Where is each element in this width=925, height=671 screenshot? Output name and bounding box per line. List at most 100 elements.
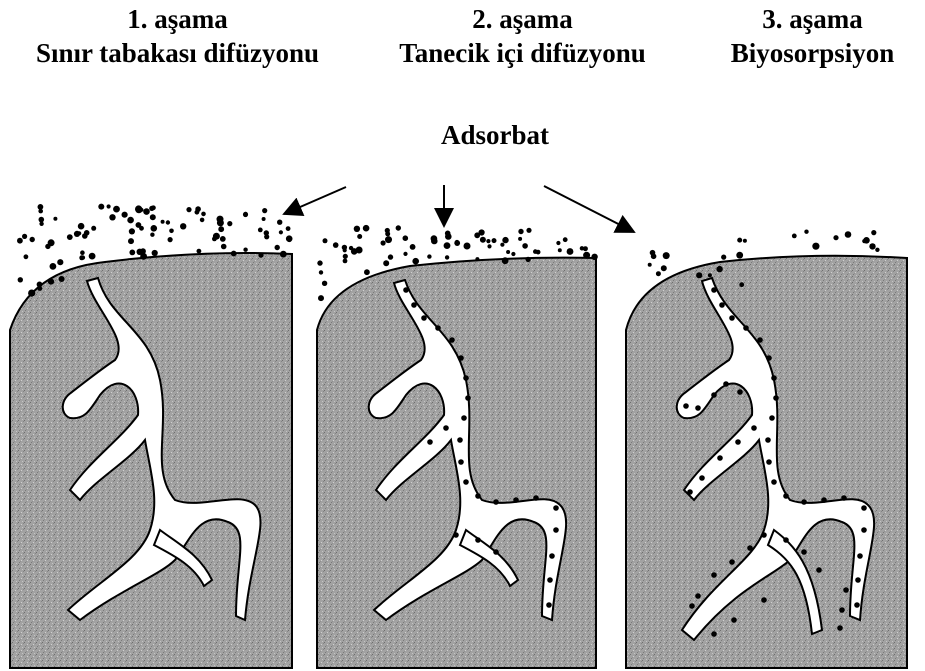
adsorbate-dot xyxy=(567,248,574,255)
adsorbate-dot xyxy=(591,254,597,260)
pore-dot xyxy=(735,439,741,445)
adsorbate-dot xyxy=(186,207,191,212)
pore-dot xyxy=(689,603,695,609)
pore-dot xyxy=(854,602,860,608)
adsorbate-dot xyxy=(122,212,128,218)
adsorbate-dot xyxy=(78,223,85,230)
pore-dot xyxy=(711,631,717,637)
pore-dot xyxy=(839,607,845,613)
adsorbate-dot xyxy=(403,235,409,241)
adsorbate-dot xyxy=(363,225,370,232)
adsorbate-dot xyxy=(218,226,224,232)
adsorbate-dot xyxy=(227,221,232,226)
adsorbate-dot xyxy=(168,237,173,242)
adsorbate-dot xyxy=(220,236,226,242)
adsorbate-dot xyxy=(381,240,386,245)
adsorbate-dot xyxy=(525,257,530,262)
adsorbate-dot xyxy=(445,233,452,240)
pore-dot xyxy=(411,302,417,308)
adsorbate-dot xyxy=(533,249,538,254)
pore-dot xyxy=(783,493,789,499)
adsorbate-dot xyxy=(50,263,57,270)
adsorbate-dot xyxy=(129,250,135,256)
adsorbate-dot xyxy=(109,214,115,220)
adsorbate-dot xyxy=(77,231,81,235)
particle-stage-3 xyxy=(626,230,907,669)
adsorbate-dot xyxy=(151,225,158,232)
adsorbate-dot xyxy=(349,246,353,250)
pore-dot xyxy=(765,437,771,443)
adsorbate-dot xyxy=(17,238,23,244)
adsorbate-dot xyxy=(98,204,104,210)
adsorbate-dot xyxy=(871,230,876,235)
particle-stage-1 xyxy=(10,204,293,668)
adsorbate-dot xyxy=(150,214,156,220)
pore-dot xyxy=(533,495,539,501)
adsorbate-dot xyxy=(195,210,200,215)
adsorbate-dot xyxy=(152,250,158,256)
adsorbate-dot xyxy=(388,254,393,259)
adsorbate-dot xyxy=(89,253,96,260)
adsorbate-dot xyxy=(258,228,263,233)
pore-dot xyxy=(751,425,757,431)
adsorbate-dot xyxy=(410,244,416,250)
particle-stage-2 xyxy=(317,225,598,668)
pore-dot xyxy=(771,375,777,381)
adsorbate-dot xyxy=(264,234,269,239)
pore-dot xyxy=(427,439,433,445)
pore-dot xyxy=(458,355,464,361)
adsorbate-dot xyxy=(67,234,73,240)
adsorbate-dot xyxy=(18,277,23,282)
adsorbate-dot xyxy=(317,260,322,265)
pore-dot xyxy=(857,553,863,559)
adsorbate-dot xyxy=(279,230,283,234)
pore-dot xyxy=(699,475,705,481)
pore-dot xyxy=(717,455,723,461)
pore-dot xyxy=(403,287,409,293)
adsorbate-dot xyxy=(475,257,479,261)
adsorbate-dot xyxy=(518,237,522,241)
pore-dot xyxy=(546,602,552,608)
pore-dot xyxy=(513,497,519,503)
adsorbate-dot xyxy=(522,243,528,249)
pore-dot xyxy=(465,395,471,401)
adsorbate-dot xyxy=(37,286,42,291)
adsorbate-dot xyxy=(80,250,85,255)
adsorbate-dot xyxy=(57,259,63,265)
pore-dot xyxy=(729,559,735,565)
adsorbate-dot xyxy=(651,253,657,259)
pore-dot xyxy=(711,287,717,293)
pore-dot xyxy=(443,425,449,431)
adsorbate-dot xyxy=(39,222,43,226)
pore-dot xyxy=(435,325,441,331)
adsorbate-dot xyxy=(464,243,471,250)
pore-dot xyxy=(816,567,822,573)
adsorbate-dot xyxy=(221,244,227,250)
pore-dot xyxy=(801,499,807,505)
adsorbate-dot xyxy=(792,234,797,239)
adsorbate-dot xyxy=(743,239,747,243)
adsorbate-dot xyxy=(166,220,170,224)
adsorbate-dot xyxy=(487,244,491,248)
adsorbate-dot xyxy=(486,239,490,243)
adsorbate-dot xyxy=(356,247,363,254)
adsorbate-dot xyxy=(502,257,509,264)
adsorbate-dot xyxy=(258,253,263,258)
adsorbate-dot xyxy=(869,243,875,249)
pore-dot xyxy=(475,493,481,499)
adsorbate-dot xyxy=(556,241,560,245)
pore-dot xyxy=(729,315,735,321)
pore-dot xyxy=(769,415,775,421)
adsorbate-dot xyxy=(275,245,280,250)
pore-dot xyxy=(861,505,867,511)
adsorbate-dot xyxy=(39,217,45,223)
adsorbate-dot xyxy=(128,238,134,244)
adsorbate-dot xyxy=(385,231,390,236)
stage-1-name: Sınır tabakası difüzyonu xyxy=(0,36,355,70)
pore-dot xyxy=(463,375,469,381)
adsorbate-dot xyxy=(59,276,65,282)
adsorbate-dot xyxy=(180,223,186,229)
adsorbate-dot xyxy=(431,238,438,245)
stage-2-name: Tanecik içi difüzyonu xyxy=(360,36,685,70)
adsorbate-dot xyxy=(648,263,652,267)
